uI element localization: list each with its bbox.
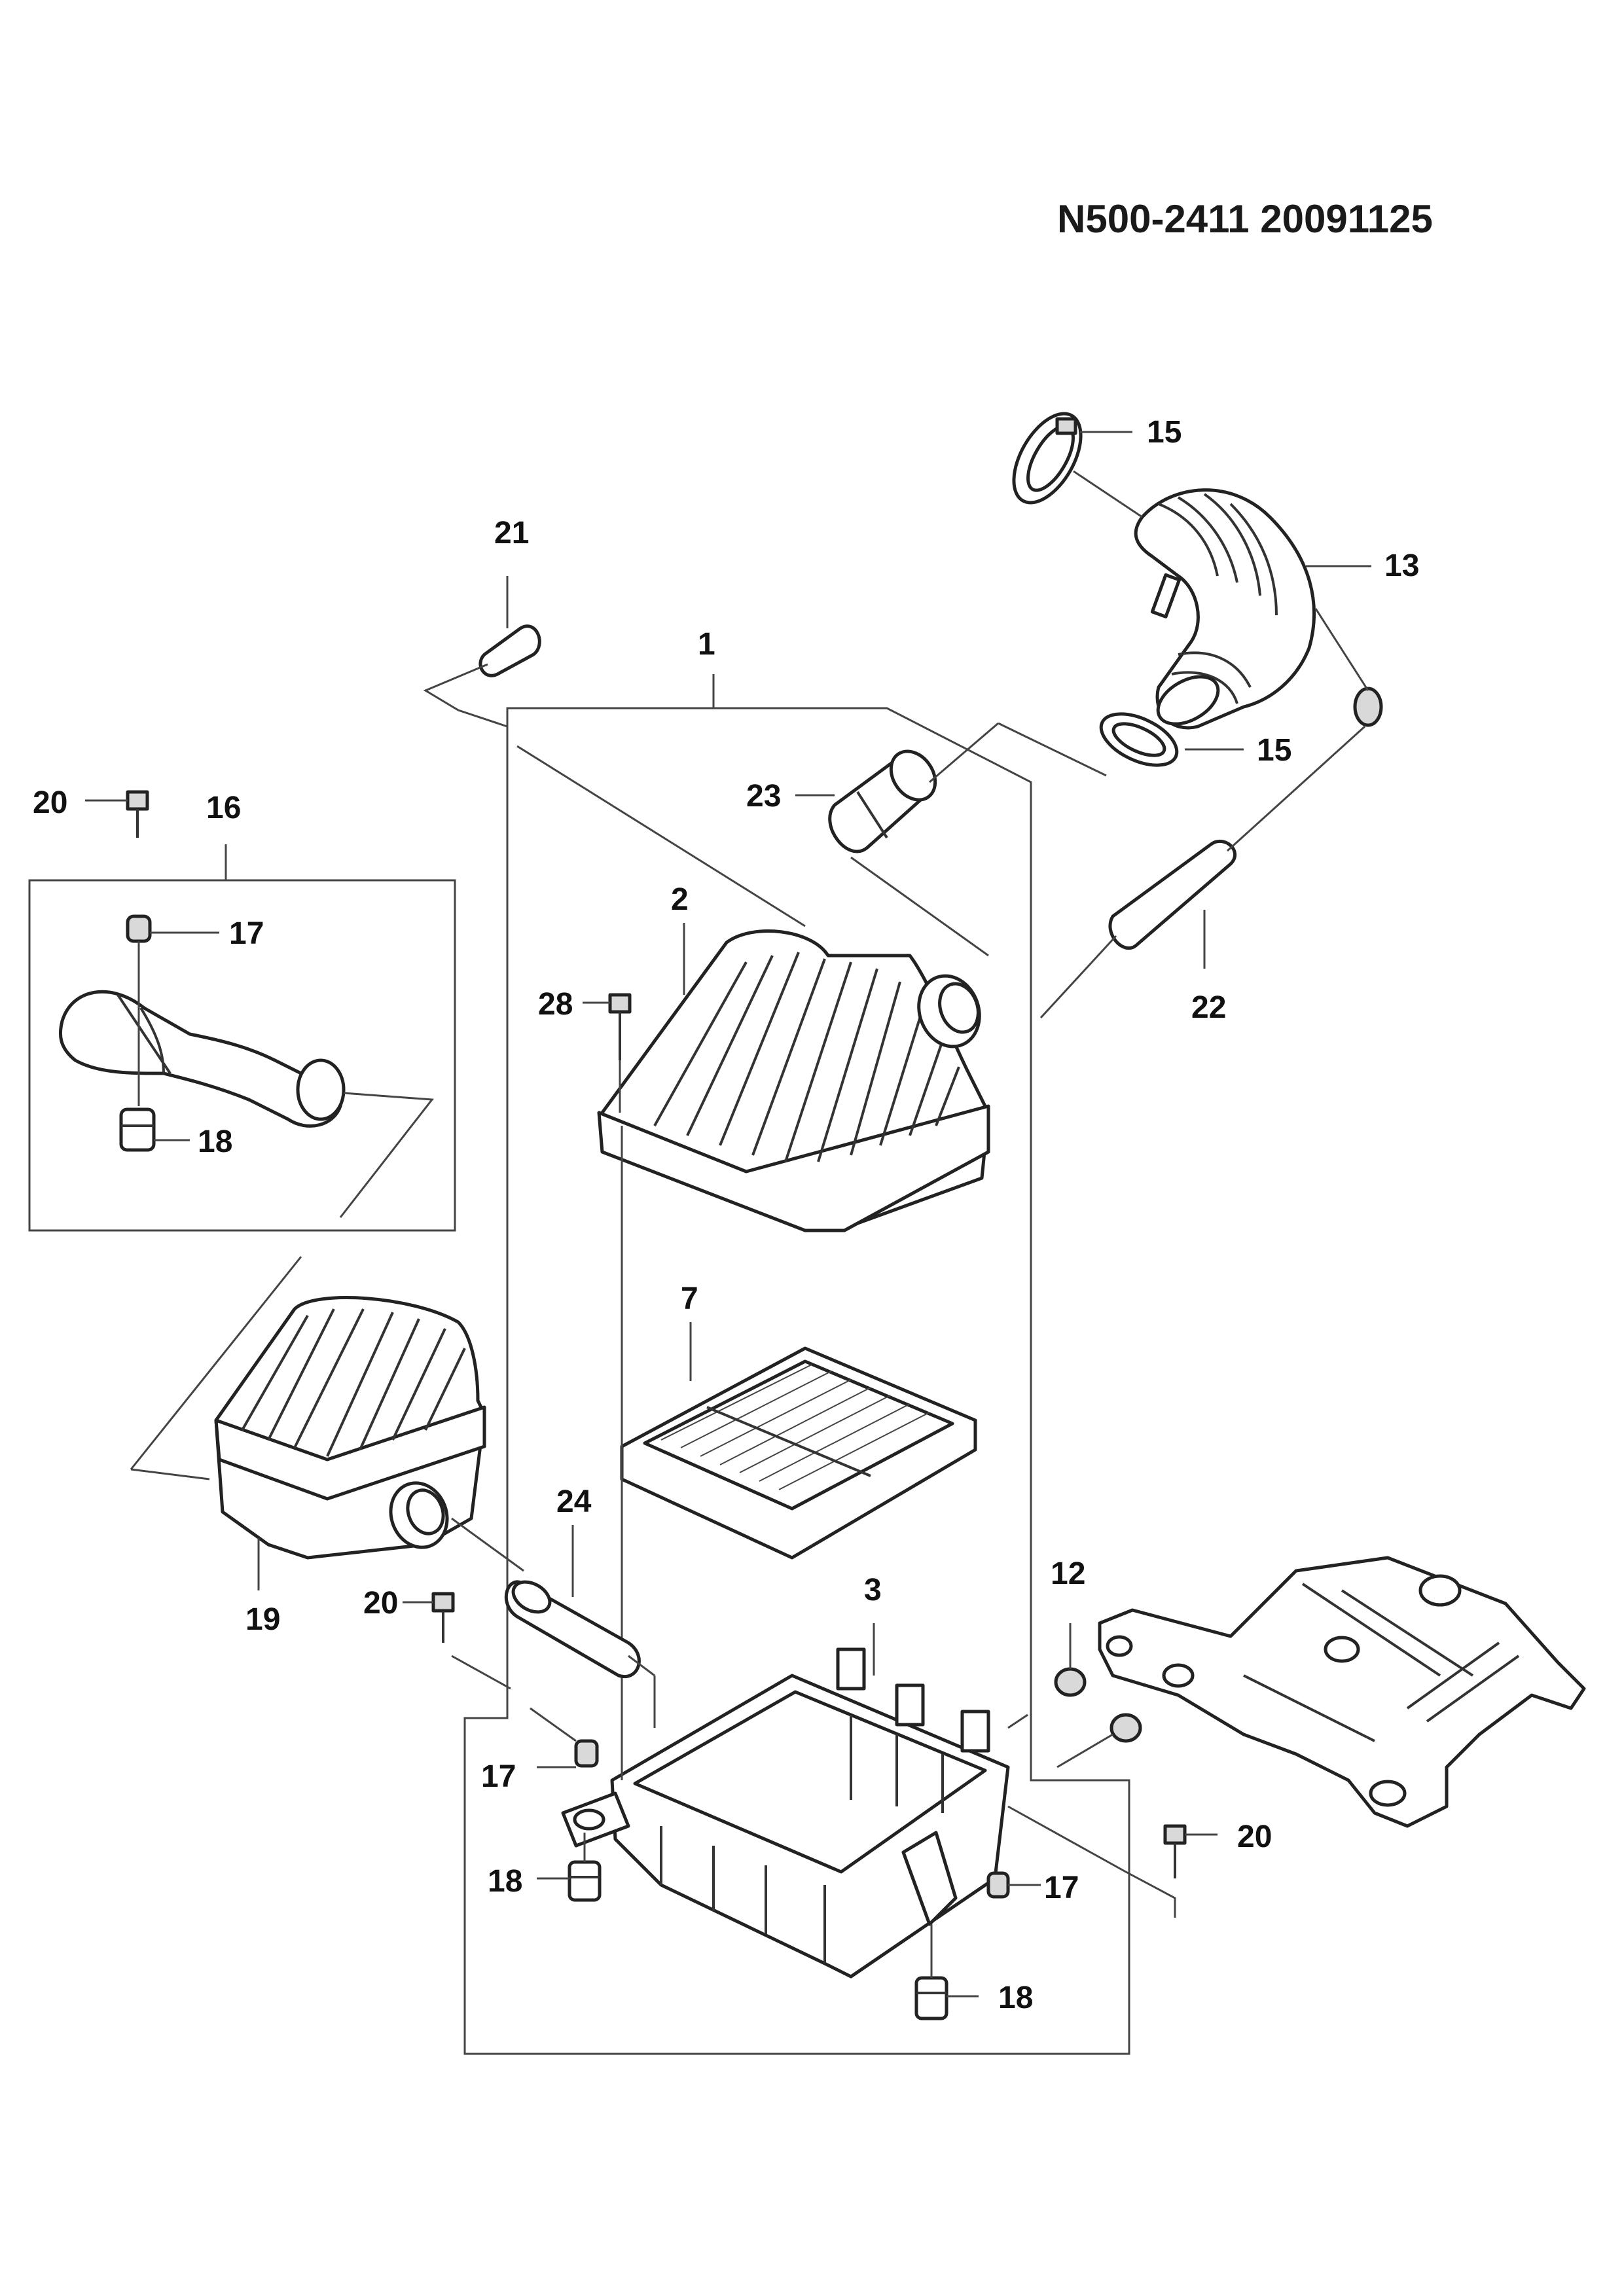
callout-20-right: 20 xyxy=(1237,1820,1272,1854)
air-cleaner-lower-housing-3 xyxy=(610,1126,1010,1979)
bolt-20-middle xyxy=(403,1592,511,1690)
callout-17-right: 17 xyxy=(1044,1871,1079,1905)
assembly-boundary xyxy=(463,707,1130,2055)
air-cleaner-cover-2 xyxy=(597,923,990,1232)
bolt-21 xyxy=(423,576,806,927)
callout-15-bottom: 15 xyxy=(1257,733,1291,768)
air-cleaner-bracket xyxy=(1098,1556,1586,1828)
nut-12-upper xyxy=(1054,1623,1087,1697)
air-filter-element-7 xyxy=(620,1322,977,1560)
bolt-28 xyxy=(583,993,632,1113)
rubber-mount-18-bottom xyxy=(914,1924,979,2020)
hose-clamp-15-bottom xyxy=(1099,712,1179,767)
housing-mounting-tab xyxy=(561,1791,630,1848)
intake-sleeve-23 xyxy=(795,722,1107,957)
bracket-leader xyxy=(1007,1713,1028,1729)
hose-connector xyxy=(1314,608,1383,727)
callout-15-top: 15 xyxy=(1147,415,1182,450)
callout-17-inset: 17 xyxy=(229,916,264,951)
callout-16: 16 xyxy=(206,791,241,825)
rubber-mount-18-left xyxy=(537,1833,602,1902)
callout-3: 3 xyxy=(864,1573,882,1607)
callout-19: 19 xyxy=(245,1602,280,1637)
callout-13: 13 xyxy=(1384,548,1419,583)
intake-hose-13 xyxy=(1134,488,1316,730)
callout-23: 23 xyxy=(746,779,781,814)
bolt-20-inset xyxy=(85,790,149,838)
grommet-17-right xyxy=(986,1871,1041,1899)
callout-28: 28 xyxy=(538,987,573,1022)
document-code: N500-2411 20091125 xyxy=(1057,197,1433,241)
inset-box-16 xyxy=(28,879,456,1232)
callout-18-inset: 18 xyxy=(198,1124,232,1159)
grommet-17-left xyxy=(530,1707,599,1768)
breather-hose-22 xyxy=(1039,725,1366,1019)
hose-clamp-15-top xyxy=(1012,412,1083,505)
callout-1: 1 xyxy=(698,627,715,662)
air-cleaner-assembly-19 xyxy=(130,1256,524,1590)
bolt-20-right xyxy=(1007,1805,1218,1918)
rubber-mount-18-inset xyxy=(119,1107,190,1152)
callout-7: 7 xyxy=(681,1282,698,1316)
callout-20-middle: 20 xyxy=(363,1586,398,1621)
callout-2: 2 xyxy=(671,882,689,917)
callout-22: 22 xyxy=(1191,990,1226,1025)
callout-17-left: 17 xyxy=(481,1759,516,1794)
callout-18-left: 18 xyxy=(488,1864,522,1899)
callout-24: 24 xyxy=(556,1484,592,1519)
callout-12: 12 xyxy=(1051,1556,1085,1591)
sleeve-24 xyxy=(504,1525,656,1728)
callout-18-bottom: 18 xyxy=(998,1981,1033,2015)
callout-21: 21 xyxy=(494,516,529,550)
nut-12-lower xyxy=(1056,1713,1142,1768)
resonator-duct-16 xyxy=(58,990,434,1218)
grommet-17-inset xyxy=(126,914,219,1106)
callout-20-inset: 20 xyxy=(33,785,67,820)
